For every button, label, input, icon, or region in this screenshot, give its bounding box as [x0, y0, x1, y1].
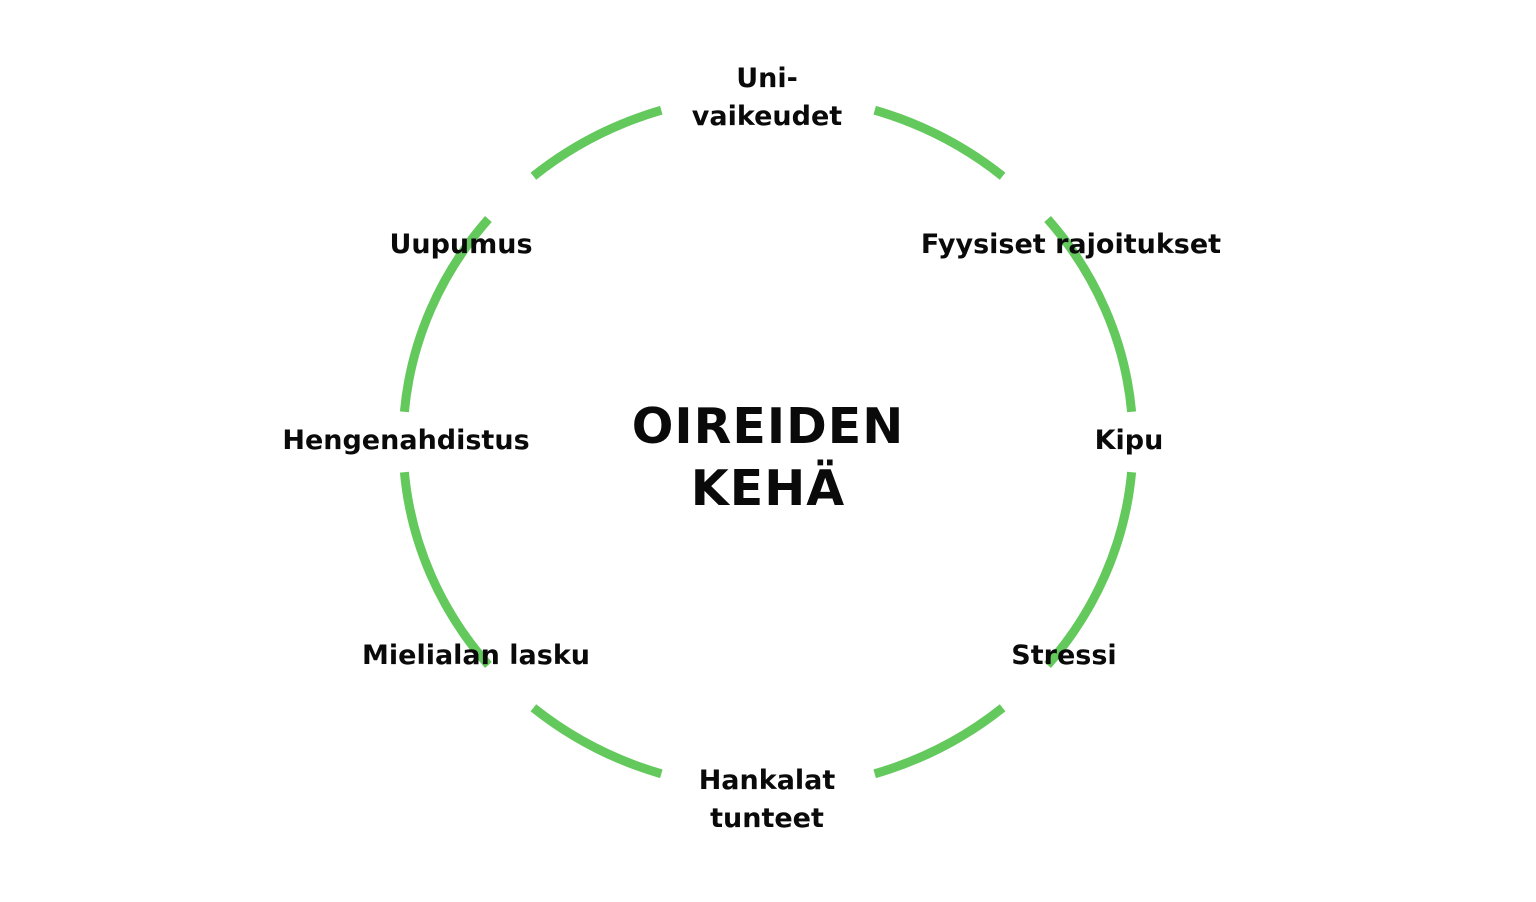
- node-univaikeudet-line-1: Uni-: [736, 63, 798, 94]
- node-kipu-label: Kipu: [1094, 425, 1164, 456]
- ring-arc-segment: [530, 105, 663, 180]
- center-title-line-2: KEHÄ: [690, 460, 846, 517]
- node-mielialan-lasku-label: Mielialan lasku: [362, 640, 590, 671]
- ring-arc-segment: [399, 471, 492, 668]
- ring-arc-segment: [530, 704, 663, 779]
- ring-arc-segment: [873, 704, 1006, 779]
- node-hengenahdistus: Hengenahdistus: [282, 422, 529, 460]
- node-hankalat-tunteet-line-2: tunteet: [710, 803, 824, 834]
- node-stressi-label: Stressi: [1011, 640, 1117, 671]
- ring-arc-segment: [873, 105, 1006, 180]
- node-uupumus: Uupumus: [389, 226, 532, 264]
- ring-arc-segment: [1044, 471, 1137, 668]
- node-hankalat-tunteet-line-1: Hankalat: [698, 765, 836, 796]
- node-hengenahdistus-label: Hengenahdistus: [282, 425, 530, 456]
- node-fyysiset-rajoitukset-label: Fyysiset rajoitukset: [920, 229, 1222, 260]
- node-univaikeudet-line-2: vaikeudet: [691, 101, 843, 132]
- node-univaikeudet: Uni- vaikeudet: [692, 60, 842, 136]
- node-mielialan-lasku: Mielialan lasku: [362, 637, 590, 675]
- node-fyysiset-rajoitukset: Fyysiset rajoitukset: [921, 226, 1221, 264]
- center-title-line-1: OIREIDEN: [631, 398, 905, 455]
- ring-arc-segment: [399, 216, 492, 413]
- node-kipu: Kipu: [1095, 422, 1164, 460]
- center-title: OIREIDEN KEHÄ: [632, 396, 904, 520]
- node-hankalat-tunteet: Hankalat tunteet: [699, 762, 836, 838]
- node-stressi: Stressi: [1011, 637, 1116, 675]
- node-uupumus-label: Uupumus: [389, 229, 533, 260]
- ring-arc-segment: [1044, 216, 1137, 413]
